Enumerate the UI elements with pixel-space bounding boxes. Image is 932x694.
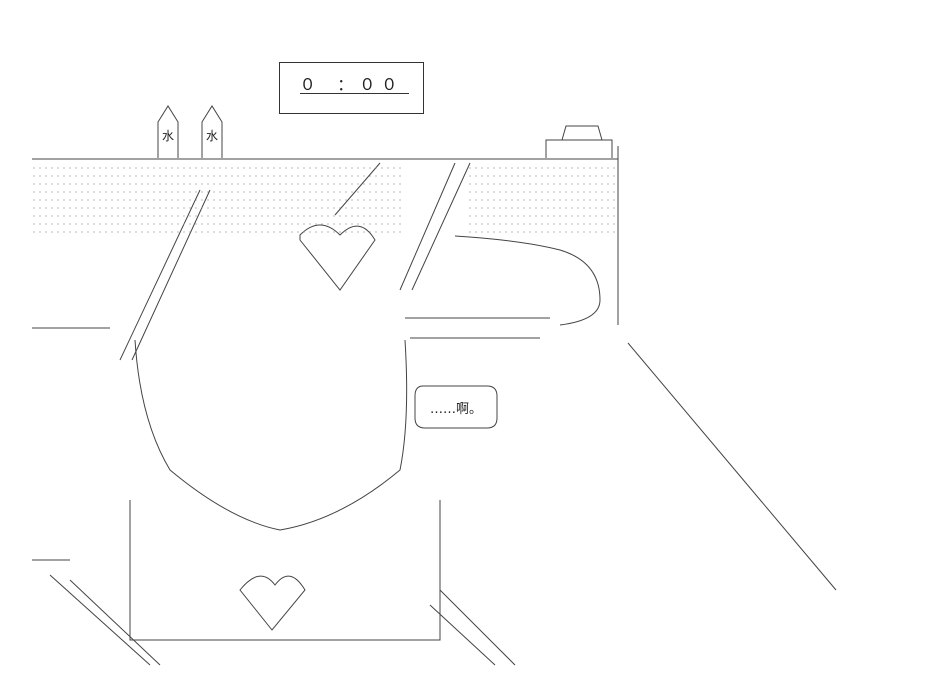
body-line-1 [334, 162, 381, 216]
body-line-5 [131, 189, 211, 361]
bottle-right-label: 水 [206, 129, 219, 143]
clock-display: ０ ：００ [279, 62, 424, 114]
speech-bubble-text: ……啊。 [429, 402, 482, 417]
heart-top [299, 224, 376, 291]
body-line-4 [119, 189, 201, 361]
clock-underline [300, 93, 409, 94]
body-line-3 [411, 162, 471, 291]
hand-outline [454, 235, 601, 326]
speech-bubble-outline [414, 385, 498, 429]
leg-line-1 [49, 574, 151, 666]
dot-texture [33, 167, 615, 233]
leg-line-3 [439, 589, 516, 666]
leg-line-4 [429, 604, 496, 666]
body-line-2 [399, 162, 456, 291]
clock-time: ０ ：００ [299, 75, 404, 94]
bottle-right-outline [201, 105, 223, 158]
bottle-left-outline [157, 105, 179, 158]
body-lower [129, 500, 441, 641]
bottle-left-label: 水 [162, 129, 175, 143]
face-outline [134, 339, 408, 531]
table-box-outline [545, 139, 613, 158]
table-box-lid [561, 125, 603, 141]
leg-line-2 [69, 579, 161, 666]
desk-diagonal [627, 342, 837, 591]
heart-bottom [239, 575, 306, 631]
